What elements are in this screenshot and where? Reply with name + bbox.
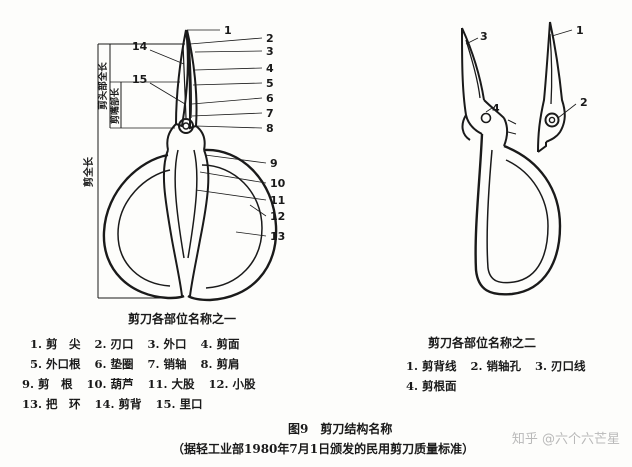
part2-label-2: 2 [580,96,588,109]
part-label-14: 14 [132,40,148,53]
part-label-1: 1 [224,24,232,37]
diagram1-caption: 剪刀各部位名称之一 [128,312,237,326]
figure-source: （据轻工业部1980年7月1日颁发的民用剪刀质量标准） [172,442,475,456]
part-label-9: 9 [270,157,278,170]
part-label-6: 6 [266,92,274,105]
part2-label-1: 1 [576,24,584,37]
dim-total-label: 剪全长 [82,156,95,187]
part-label-3: 3 [266,45,274,58]
scissors-assembled: 剪全长 剪头部全长 剪嘴部长 [82,24,286,302]
legend2-row-2: 4. 剪根面 [406,379,457,393]
part-label-12: 12 [270,210,285,223]
watermark: 知乎 @六个六芒星 [511,432,620,447]
part-label-10: 10 [270,177,286,190]
part-label-8: 8 [266,122,274,135]
part-label-15: 15 [132,73,147,86]
diagram2-caption: 剪刀各部位名称之二 [428,336,537,350]
scissors-separated: 1 2 3 4 [461,21,588,296]
part-label-4: 4 [266,62,274,75]
part-label-5: 5 [266,77,274,90]
dim-head-label: 剪头部全长 [97,62,109,110]
part-label-13: 13 [270,230,285,243]
part2-label-3: 3 [480,30,488,43]
part-label-11: 11 [270,194,285,207]
part2-label-4: 4 [492,102,500,115]
part-label-7: 7 [266,107,274,120]
figure-title: 图9 剪刀结构名称 [288,422,393,436]
dim-blade-label: 剪嘴部长 [109,87,121,124]
part-label-2: 2 [266,32,274,45]
